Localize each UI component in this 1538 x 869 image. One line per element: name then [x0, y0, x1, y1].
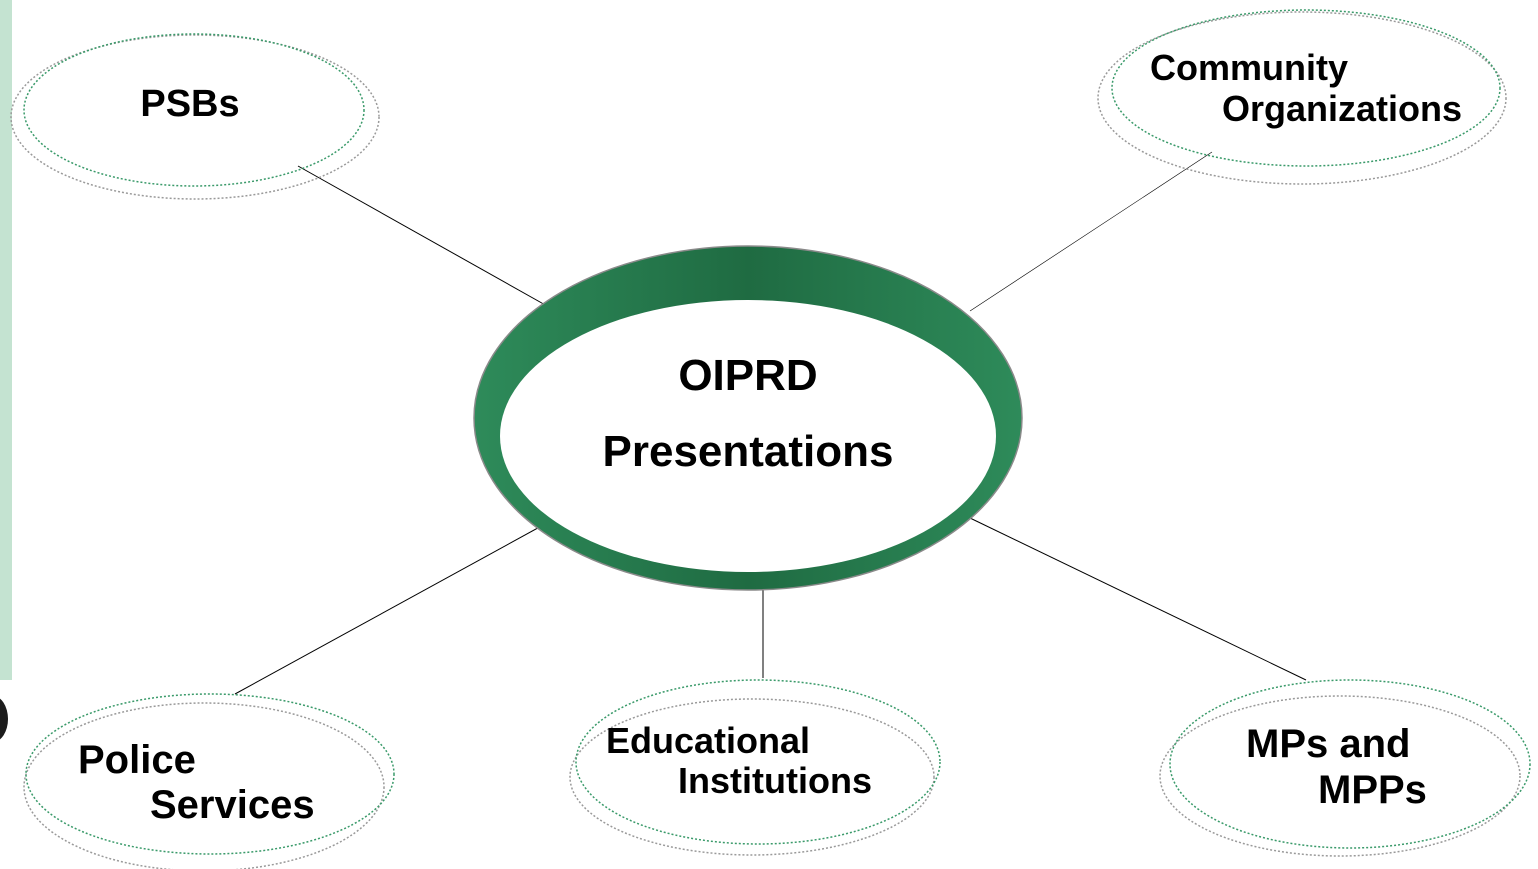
node-mps-label-line2: MPPs — [1318, 768, 1427, 812]
connector-psbs — [297, 165, 557, 312]
connectors — [234, 151, 1307, 695]
logo-emblem — [0, 696, 8, 742]
node-police-label-line2: Services — [150, 783, 315, 827]
center-title-line1: OIPRD — [678, 351, 817, 400]
node-community-label-line1: Community — [1150, 47, 1348, 88]
node-community-organizations: Community Organizations — [1097, 9, 1507, 185]
node-community-outline — [1111, 9, 1501, 167]
node-educational-outline — [575, 679, 941, 845]
node-educational-institutions: Educational Institutions — [569, 679, 941, 856]
node-community-label-line2: Organizations — [1222, 88, 1462, 129]
node-mps-and-mpps: MPs and MPPs — [1159, 679, 1531, 857]
node-police-outline — [25, 693, 395, 855]
node-educational-label-line2: Institutions — [678, 760, 872, 801]
connector-community-organizations — [969, 151, 1213, 312]
sidebar-strip — [0, 0, 12, 680]
node-police-shadow — [23, 702, 385, 869]
node-educational-shadow — [569, 698, 935, 856]
node-psbs-outline — [23, 33, 365, 187]
center-title-line2: Presentations — [603, 427, 894, 476]
node-psbs-shadow — [10, 34, 380, 200]
node-mps-outline — [1169, 679, 1531, 849]
node-police-label-line1: Police — [78, 738, 196, 782]
node-mps-shadow — [1159, 695, 1521, 857]
node-psbs-label: PSBs — [140, 83, 239, 125]
center-ring-inner — [500, 300, 996, 572]
node-psbs: PSBs — [10, 33, 380, 200]
center-hub: OIPRD Presentations — [473, 245, 1023, 591]
node-mps-label-line1: MPs and — [1246, 722, 1410, 766]
connector-police-services — [234, 517, 557, 695]
node-community-shadow — [1097, 11, 1507, 185]
node-educational-label-line1: Educational — [606, 720, 810, 761]
connector-mps-and-mpps — [969, 517, 1307, 681]
node-police-services: Police Services — [23, 693, 395, 869]
